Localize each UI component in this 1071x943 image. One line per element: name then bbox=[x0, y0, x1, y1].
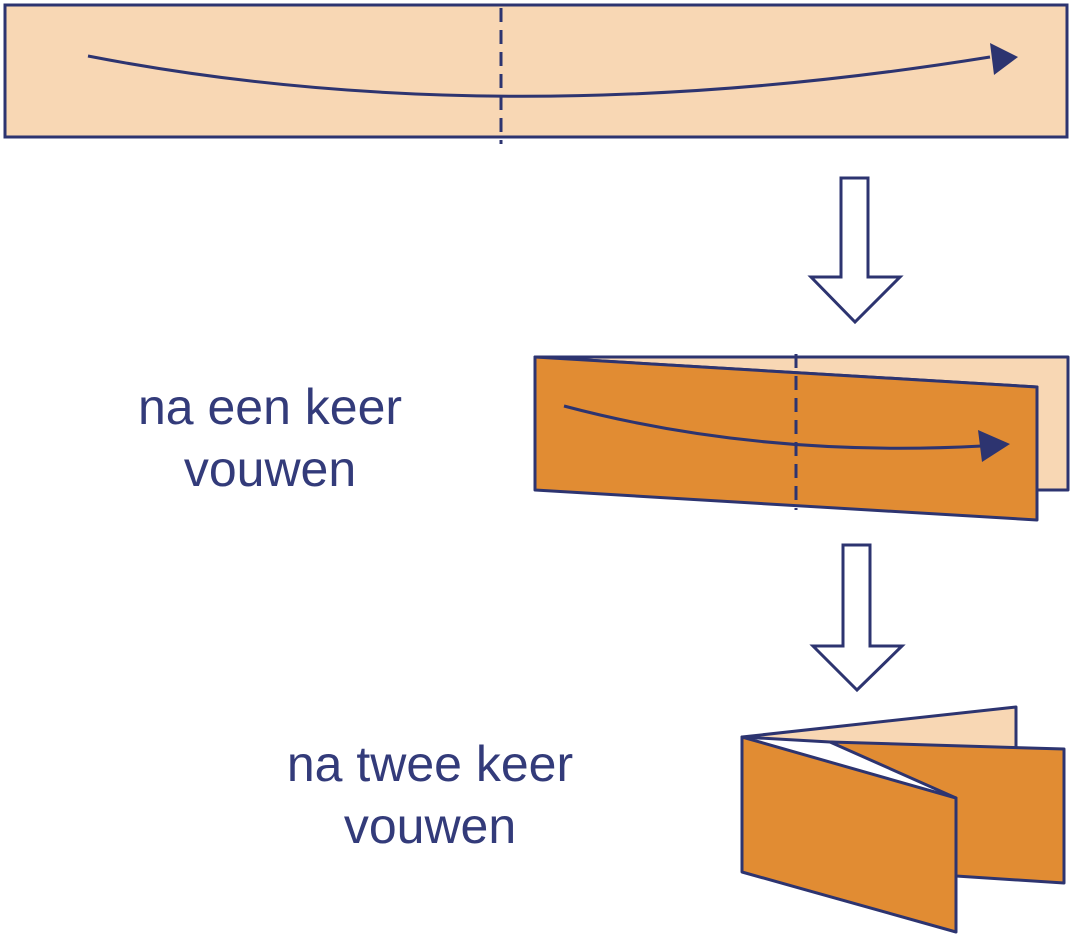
caption-line: na een keer bbox=[137, 379, 403, 435]
strip-folded-twice bbox=[740, 705, 1066, 934]
fold-arrowhead-icon bbox=[978, 430, 1010, 462]
strip-folded-once bbox=[533, 354, 1070, 522]
fold-direction-arrow-icon bbox=[87, 54, 991, 98]
caption-line: na twee keer bbox=[286, 736, 574, 792]
caption-after-one-fold: na een keer vouwen bbox=[60, 376, 480, 500]
step-down-arrow-icon bbox=[807, 176, 904, 325]
fold-direction-arrow-icon bbox=[563, 404, 983, 450]
paper-front-panel bbox=[533, 355, 1039, 522]
step-down-arrow-icon bbox=[809, 543, 906, 693]
paper-right-panel bbox=[828, 740, 1066, 885]
paper-front-panel bbox=[740, 735, 958, 934]
caption-line: vouwen bbox=[343, 798, 517, 854]
strip-unfolded bbox=[3, 3, 1069, 144]
fold-arrowhead-icon bbox=[990, 43, 1018, 75]
caption-line: vouwen bbox=[183, 441, 357, 497]
paper-strip bbox=[3, 3, 1069, 139]
caption-after-two-folds: na twee keer vouwen bbox=[210, 733, 650, 857]
